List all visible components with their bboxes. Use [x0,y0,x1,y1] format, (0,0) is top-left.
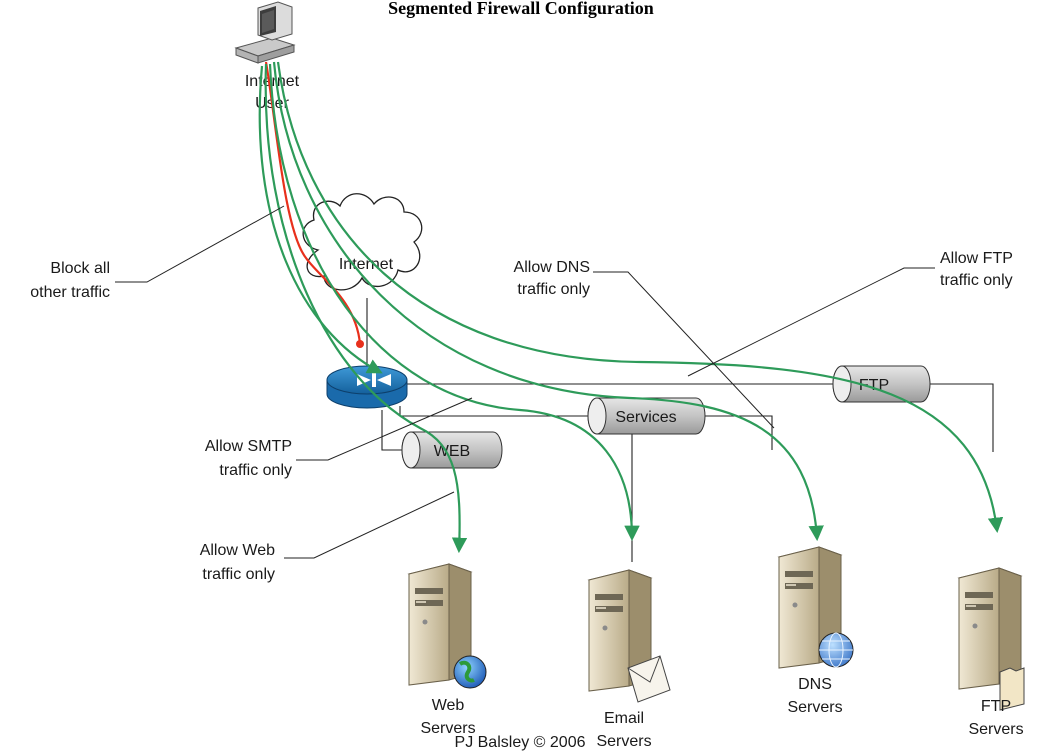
pipe-services-label: Services [615,409,676,426]
callout-block-all-line1: Block all [50,260,110,277]
ftp-server-icon [958,567,1025,711]
dns-server-icon [778,546,854,669]
firewall-router-icon [326,365,408,409]
email-servers-label-line1: Email [604,710,644,727]
callout-lines [115,205,935,559]
web-server-icon [408,563,487,689]
pipe-web-label: WEB [434,443,470,460]
callout-allow-dns-line1: Allow DNS [514,259,590,276]
callout-block-all-line2: other traffic [30,284,110,301]
web-servers-label-line2: Servers [420,720,475,737]
traffic-paths [258,61,1004,554]
callout-allow-smtp-line2: traffic only [219,462,292,479]
pipe-services: Services [587,397,706,435]
email-servers-label-line2: Servers [596,733,651,750]
callout-allow-web-line1: Allow Web [200,542,275,559]
computer-icon [234,1,296,64]
copyright-footer: PJ Balsley © 2006 [455,734,586,751]
dns-servers-label-line1: DNS [798,676,832,693]
ftp-servers-label-line2: Servers [968,721,1023,738]
callout-allow-ftp-line1: Allow FTP [940,250,1013,267]
dns-servers-label-line2: Servers [787,699,842,716]
web-servers-label-line1: Web [432,697,465,714]
internet-user-label-line1: Internet [245,73,300,90]
firewall-links [366,298,994,562]
ftp-servers-label-line1: FTP [981,698,1011,715]
callout-allow-ftp-line2: traffic only [940,272,1013,289]
email-server-icon [588,569,671,703]
callout-allow-smtp-line1: Allow SMTP [205,438,292,455]
pipe-ftp: FTP [832,365,931,403]
diagram-title: Segmented Firewall Configuration [388,0,654,18]
callout-allow-dns-line2: traffic only [517,281,590,298]
blocked-traffic-endpoint [356,340,364,348]
pipe-web: WEB [401,431,503,469]
callout-allow-web-line2: traffic only [202,566,275,583]
